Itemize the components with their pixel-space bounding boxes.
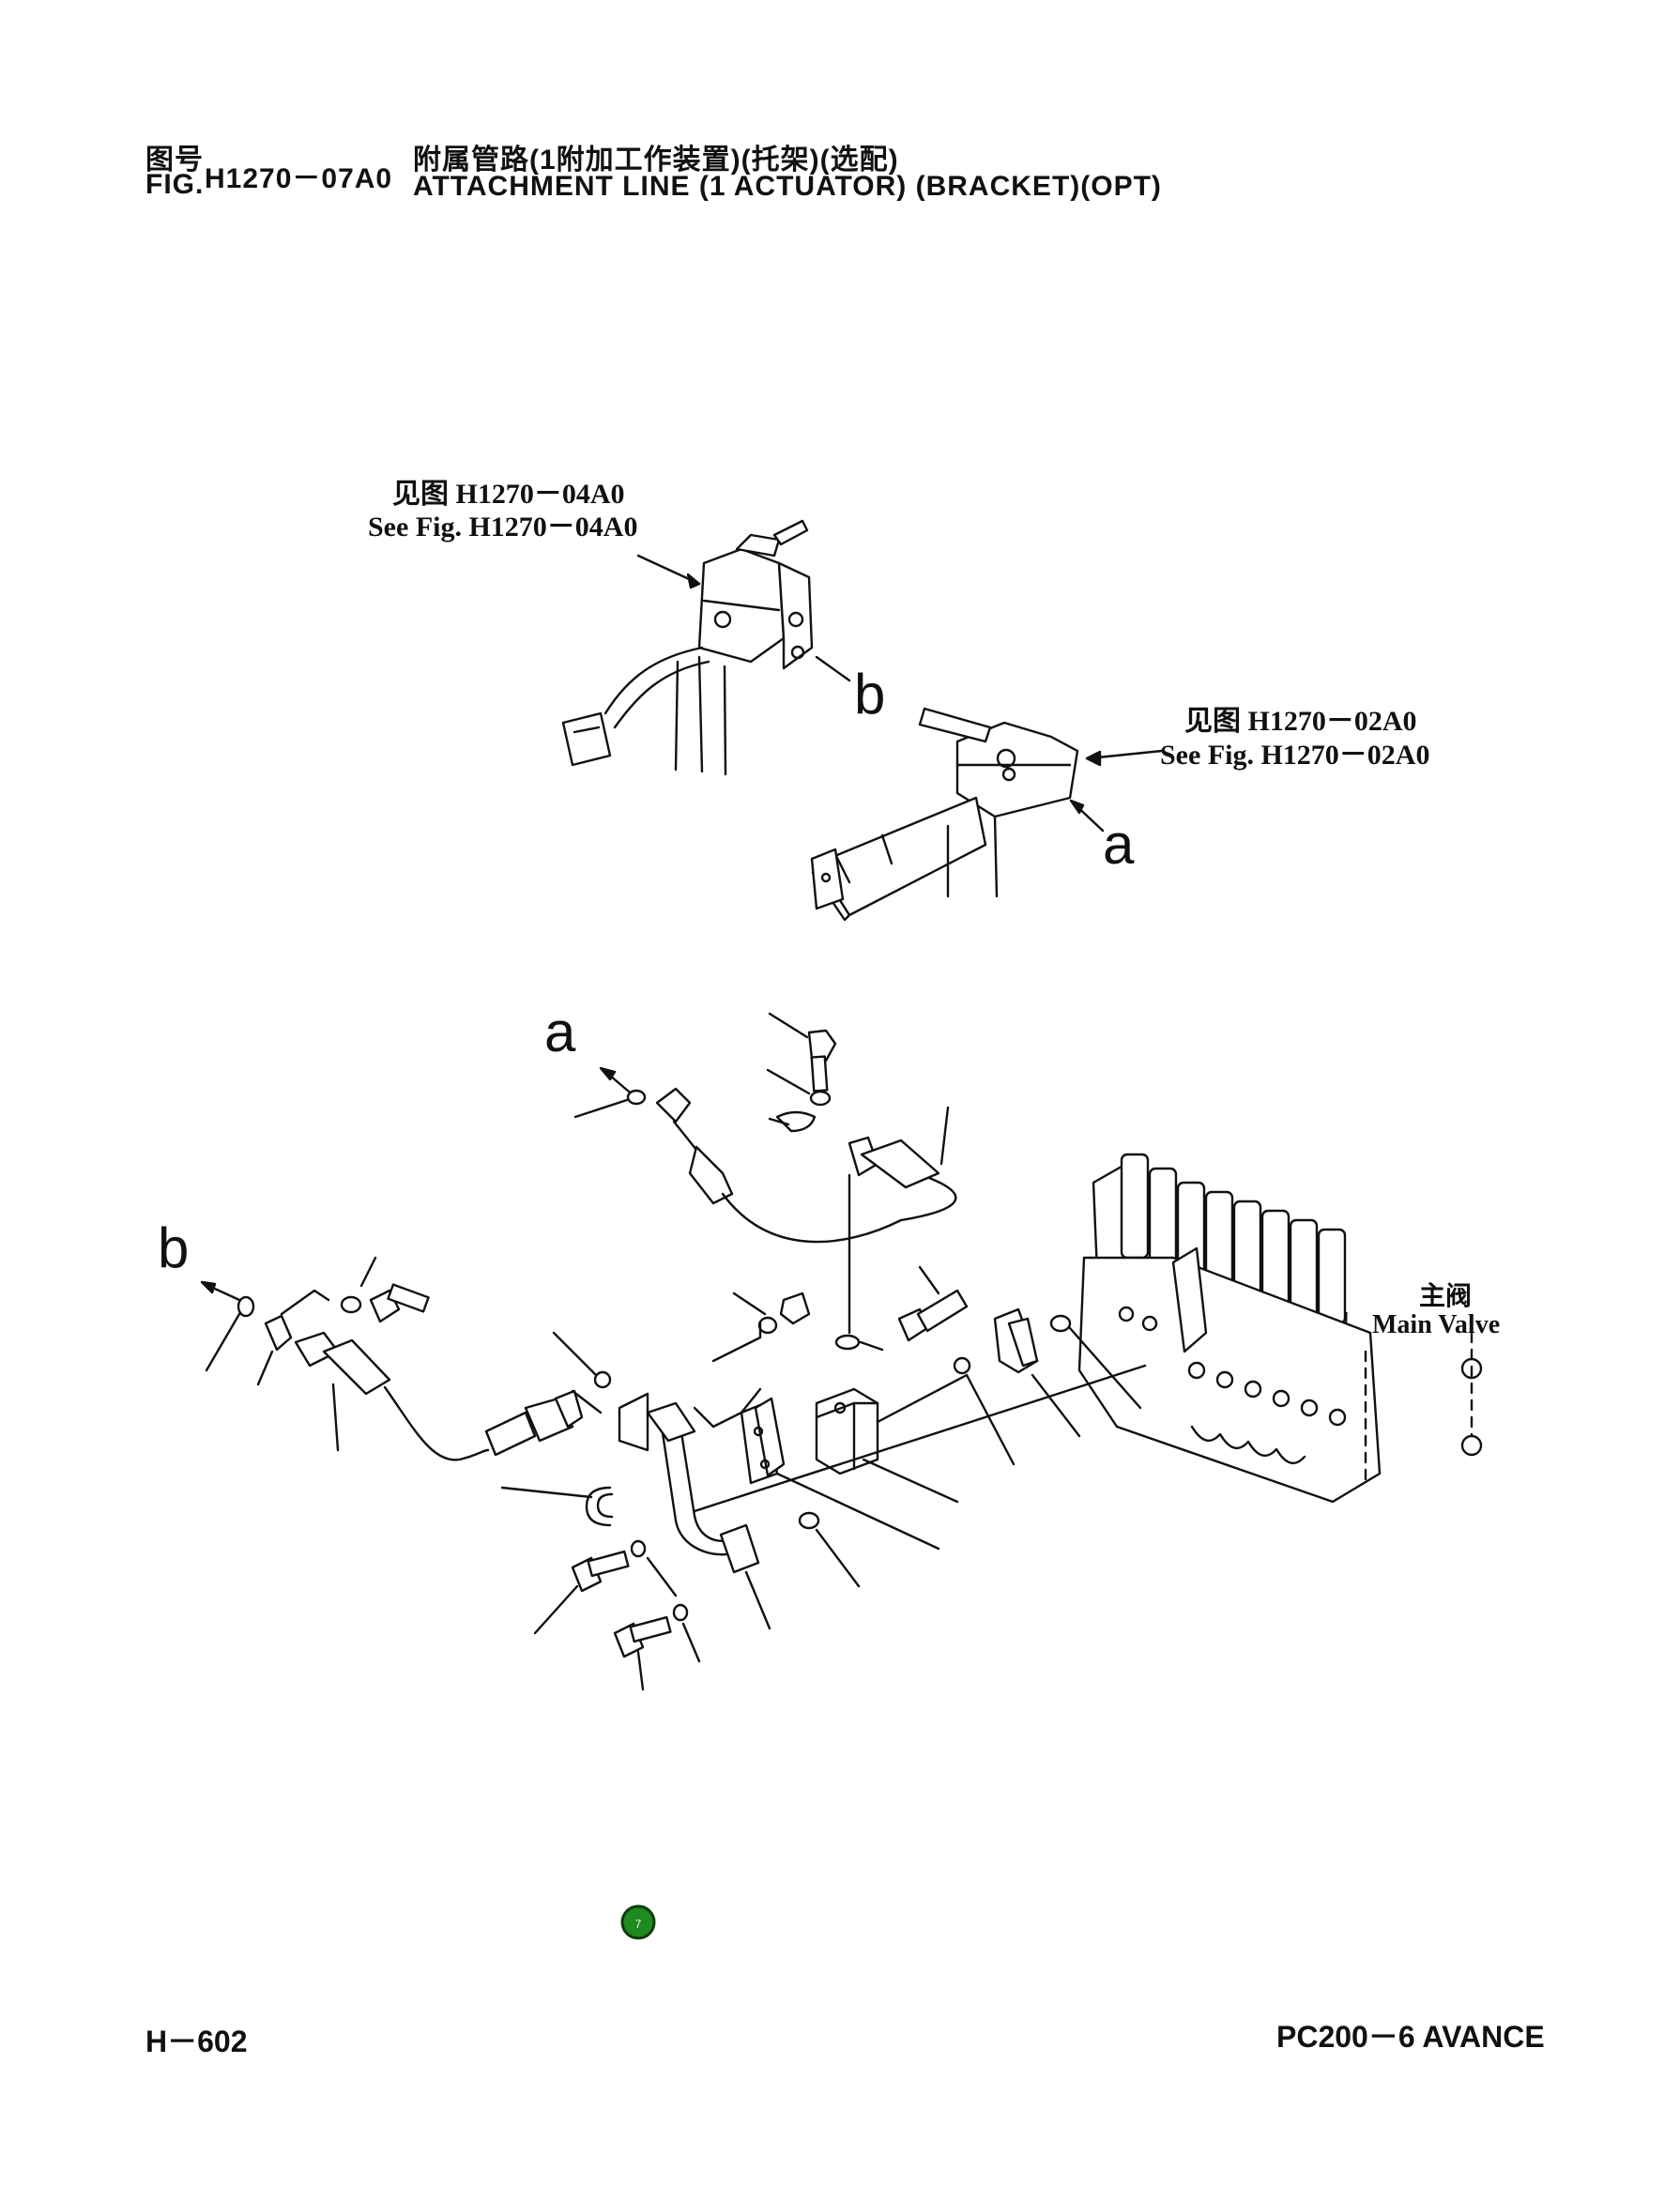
fig-number: H1270－07A0: [205, 163, 393, 194]
connection-label-a-lower: a: [544, 1001, 576, 1063]
page-number: H－602: [145, 2025, 248, 2058]
reference-04a0-en: See Fig. H1270－04A0: [368, 512, 638, 543]
title-en: ATTACHMENT LINE (1 ACTUATOR) (BRACKET)(O…: [413, 171, 1162, 202]
upper-valve-assembly: [561, 519, 851, 776]
machine-model: PC200－6 AVANCE: [1276, 2020, 1545, 2054]
main-valve-label-en: Main Valve: [1372, 1310, 1501, 1339]
connection-label-b-upper: b: [854, 663, 886, 726]
exploded-parts: [200, 1012, 1147, 1691]
reference-02a0-en: See Fig. H1270－02A0: [1160, 740, 1430, 771]
main-valve-label-cn: 主阀: [1419, 1282, 1473, 1311]
main-valve-body: [1077, 1153, 1483, 1504]
page-marker-label: 7: [635, 1918, 642, 1931]
reference-02a0-cn: 见图 H1270－02A0: [1184, 706, 1417, 737]
title-cn: 附属管路(1附加工作装置)(托架)(选配): [413, 145, 899, 176]
connection-label-b-lower: b: [158, 1216, 190, 1279]
connection-label-a-upper: a: [1103, 813, 1135, 876]
fig-label-en: FIG.: [145, 169, 205, 200]
upper-bracket-assembly: [810, 707, 1164, 922]
reference-04a0-cn: 见图 H1270－04A0: [392, 479, 625, 510]
fig-label-cn: 图号: [145, 145, 204, 176]
page-marker[interactable]: [620, 1904, 656, 1940]
